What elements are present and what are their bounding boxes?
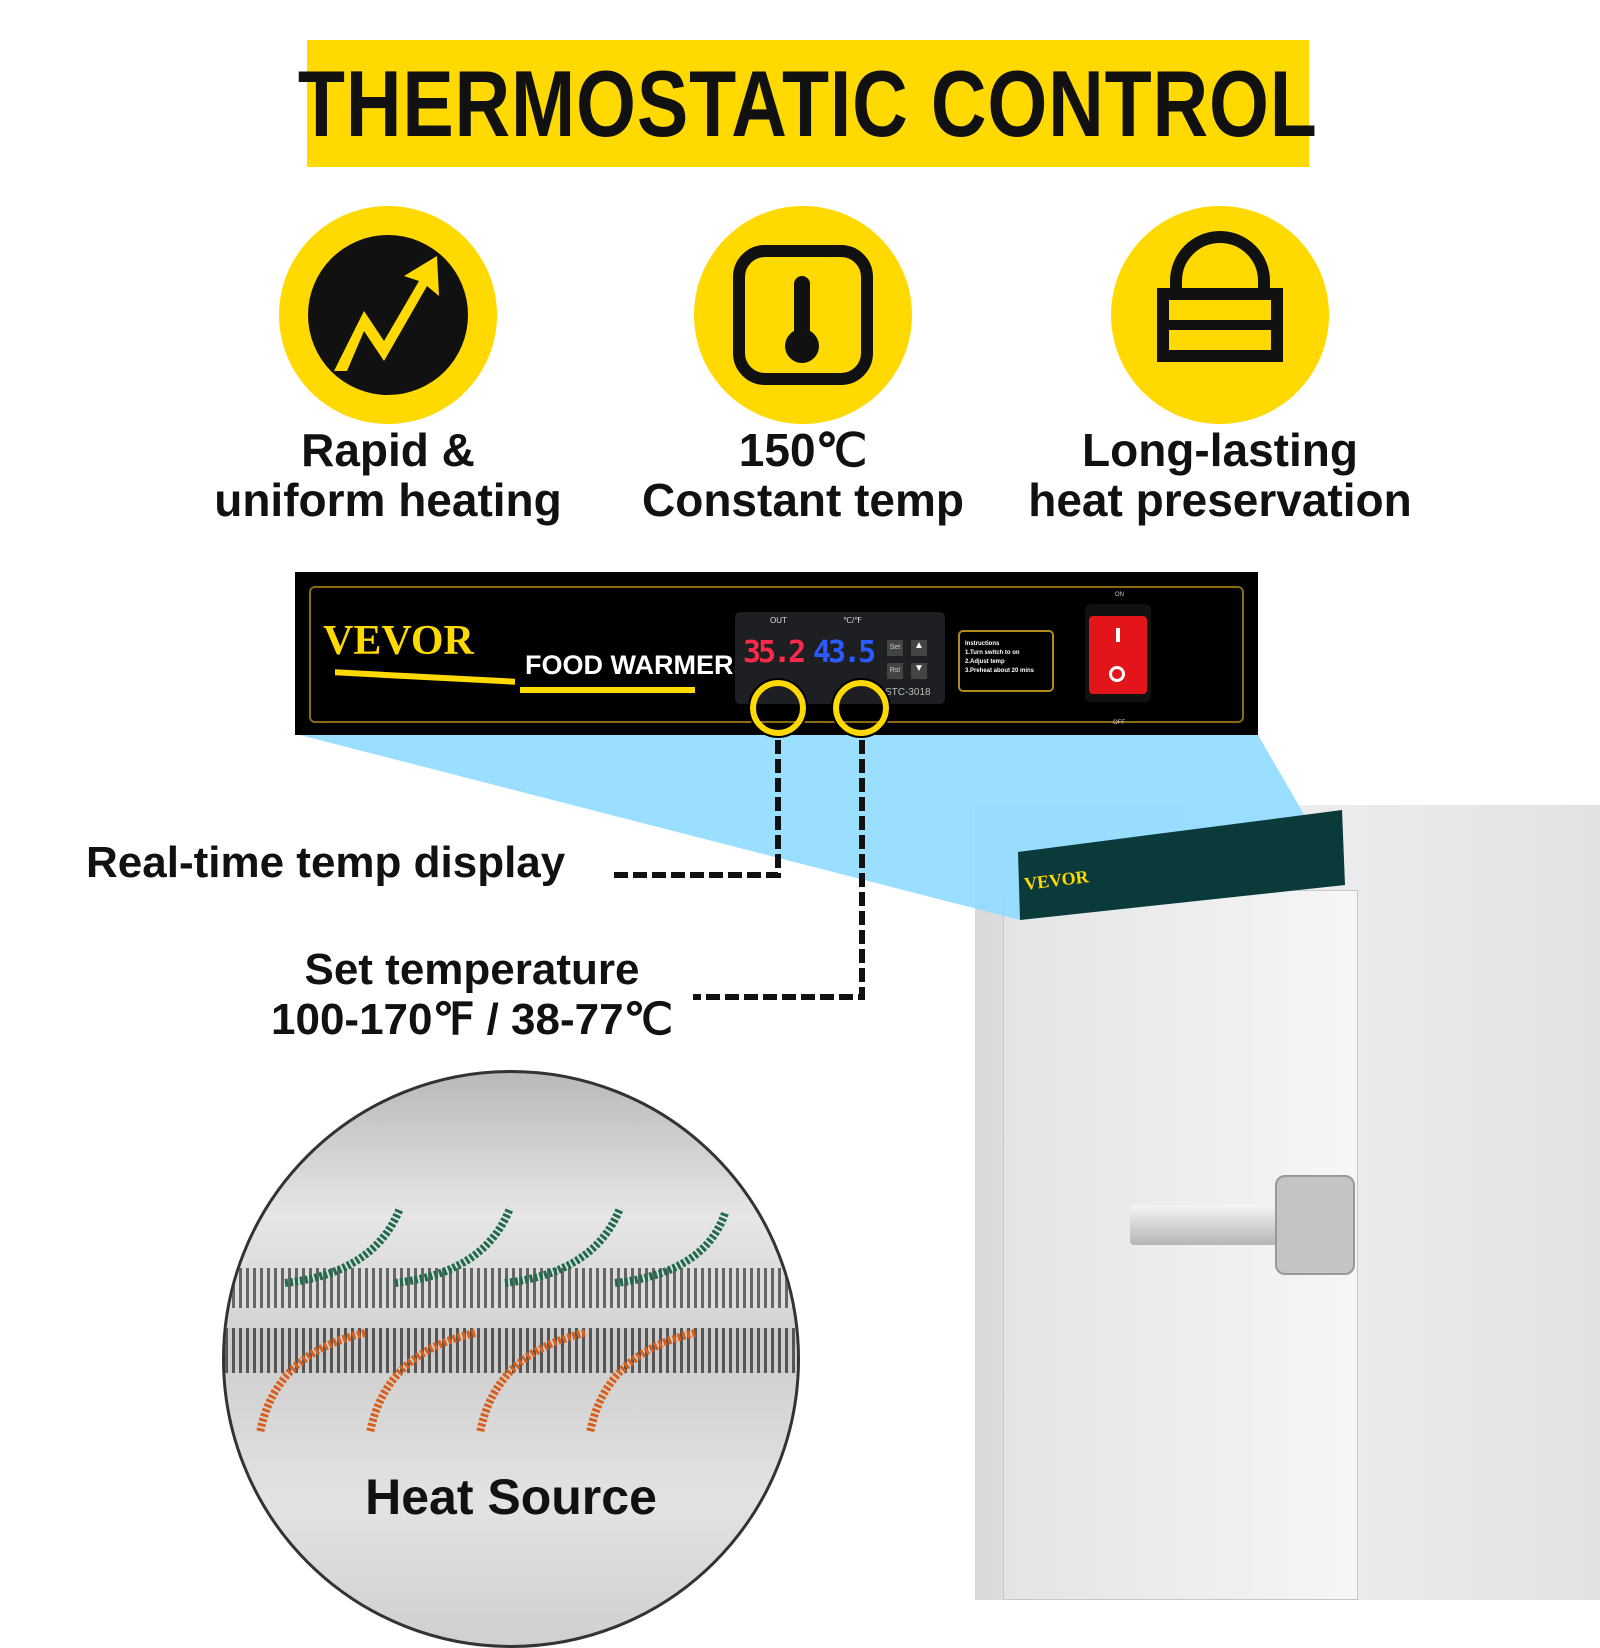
switch-off-label: OFF xyxy=(1113,720,1125,726)
switch-on-label: ON xyxy=(1115,592,1124,598)
projection-overlay: VEVOR xyxy=(300,735,1345,1000)
feature-line: Long-lasting xyxy=(1082,424,1358,476)
set-temp-display: 43.5 xyxy=(813,635,876,670)
instruction-item: 3.Preheat about 20 mins xyxy=(965,668,1035,674)
set-highlight-circle xyxy=(831,678,891,738)
heat-source-label: Heat Source xyxy=(365,1469,657,1525)
brand-logo: VEVOR xyxy=(323,618,474,664)
feature-label-1: Rapid &uniform heating xyxy=(178,425,598,525)
instructions-title: Instructions xyxy=(965,641,1000,647)
title-banner: THERMOSTATIC CONTROL xyxy=(298,40,1317,167)
set-temp-label: Set temperature 100-170℉ / 38-77℃ xyxy=(258,945,686,1045)
unit-label: ℃/℉ xyxy=(843,616,862,625)
dashed-leader-2 xyxy=(693,740,865,1000)
realtime-highlight-circle xyxy=(748,678,808,738)
feature-line: Rapid & xyxy=(301,424,475,476)
feature-icon-circle-2 xyxy=(694,206,912,424)
up-arrow-icon[interactable]: ▲ xyxy=(911,640,927,656)
feature-icon-circle-1 xyxy=(279,206,497,424)
food-warmer-cabinet xyxy=(975,805,1600,1600)
feature-line: Constant temp xyxy=(642,474,964,526)
product-label: FOOD WARMER xyxy=(525,650,734,680)
set-button[interactable]: Set xyxy=(887,640,903,656)
set-temp-range: 100-170℉ / 38-77℃ xyxy=(271,995,673,1044)
page-title: THERMOSTATIC CONTROL xyxy=(298,50,1318,156)
lock-icon xyxy=(1157,231,1283,362)
door-latch xyxy=(1275,1175,1355,1275)
set-temp-title: Set temperature xyxy=(304,945,640,994)
feature-line: uniform heating xyxy=(214,474,562,526)
instruction-item: 1.Turn switch to on xyxy=(965,650,1020,656)
power-switch-housing xyxy=(1085,604,1151,702)
airflow-arrows xyxy=(256,1206,729,1434)
power-switch[interactable] xyxy=(1089,616,1147,694)
reset-button[interactable]: Rst xyxy=(887,663,903,679)
product-stripe xyxy=(520,687,695,693)
instruction-item: 2.Adjust temp xyxy=(965,659,1005,665)
realtime-temp-label: Real-time temp display xyxy=(86,838,566,887)
rising-arrow-icon xyxy=(308,235,468,395)
dashed-leader-1 xyxy=(610,740,781,878)
model-label: STC-3018 xyxy=(885,687,931,698)
feature-icon-circle-3 xyxy=(1111,206,1329,424)
out-label: OUT xyxy=(770,616,787,625)
current-temp-display: 35.2 xyxy=(743,635,806,670)
mini-control-panel xyxy=(1018,810,1345,920)
heat-source-magnifier: Heat Source xyxy=(222,1070,800,1648)
thermometer-icon xyxy=(733,245,873,385)
feature-line: 150℃ xyxy=(738,424,868,476)
instructions-box: Instructions 1.Turn switch to on 2.Adjus… xyxy=(958,630,1054,692)
down-arrow-icon[interactable]: ▼ xyxy=(911,663,927,679)
feature-line: heat preservation xyxy=(1028,474,1412,526)
